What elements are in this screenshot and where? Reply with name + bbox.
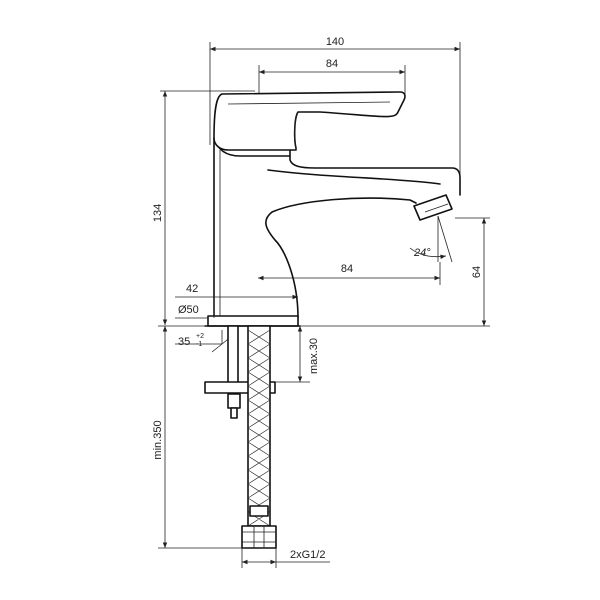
braided-hose (241, 325, 277, 549)
dimension-max-thickness: max.30 (275, 326, 320, 383)
overall-width-label: 140 (326, 36, 344, 48)
faucet-body (204, 91, 461, 327)
dimension-spout-length: 84 (258, 262, 441, 285)
dimension-overall-width: 140 (209, 36, 461, 185)
base-diameter-label: 42 (186, 283, 198, 295)
connection-label: 2xG1/2 (290, 549, 325, 561)
dimension-spout-angle: 24° (409, 215, 453, 263)
dimension-base: 42 Ø50 (175, 283, 298, 319)
mounting-assembly (204, 325, 276, 419)
dimension-min-hose: min.350 (152, 326, 245, 549)
min-hose-label: min.350 (152, 420, 164, 459)
hole-tolerance-lower: -1 (196, 341, 202, 348)
dimension-connection: 2xG1/2 (241, 548, 330, 568)
dimension-spout-height: 64 (300, 217, 490, 327)
base-ring-label: Ø50 (178, 304, 199, 316)
spout-angle-label: 24° (413, 247, 431, 259)
hole-diameter-label: 35 (178, 336, 190, 348)
hole-tolerance-upper: +2 (196, 333, 204, 340)
dimension-lever-length: 84 (258, 58, 406, 95)
lever-length-label: 84 (326, 58, 338, 70)
spout-height-label: 64 (471, 266, 483, 278)
max-thickness-label: max.30 (308, 338, 320, 374)
dimension-height: 134 (152, 90, 255, 325)
spout-length-label: 84 (341, 263, 353, 275)
height-label: 134 (152, 204, 164, 222)
dimension-hole: 35 +2 -1 (175, 330, 233, 353)
